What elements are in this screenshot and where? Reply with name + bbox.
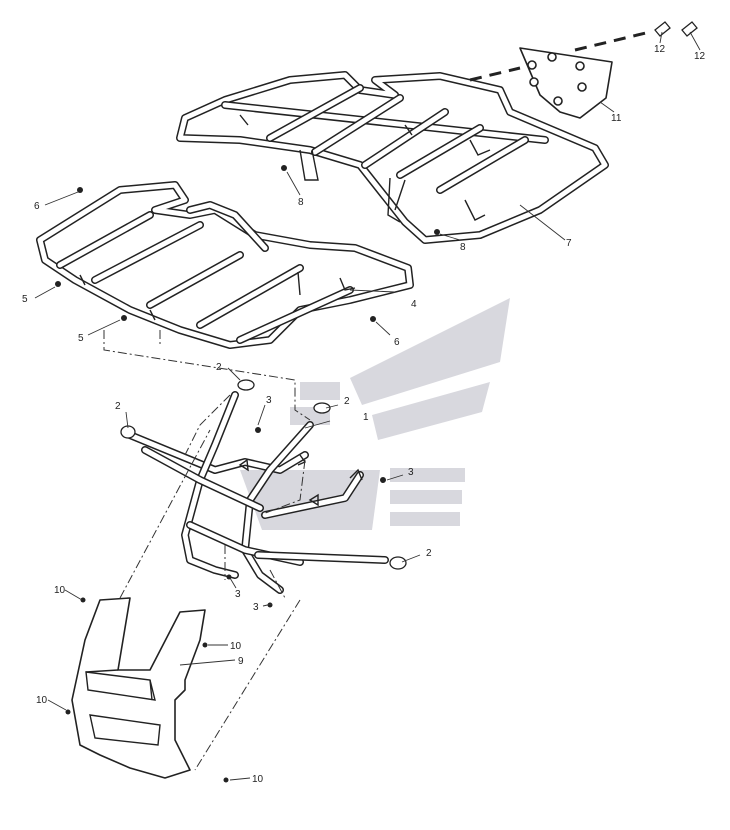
callout-10-upper-left: 10 <box>54 585 66 596</box>
callout-6-left: 6 <box>34 201 40 212</box>
leader-lines <box>34 31 701 781</box>
callout-2-right: 2 <box>426 548 432 559</box>
callout-3-right: 3 <box>408 467 414 478</box>
callout-2-top-left: 2 <box>216 362 222 373</box>
assembly-lines <box>103 30 651 771</box>
front-bumper <box>121 391 389 594</box>
callout-6-right: 6 <box>394 337 400 348</box>
rack-plate <box>519 47 613 119</box>
skid-guard <box>71 597 206 779</box>
callout-10-lower-left: 10 <box>36 695 48 706</box>
callout-12-right: 12 <box>694 51 706 62</box>
callout-3-lower: 3 <box>235 589 241 600</box>
callout-3-bottom: 3 <box>253 602 259 613</box>
callout-labels: 1 2 2 2 2 3 3 3 3 4 5 5 6 6 7 8 8 9 10 1… <box>22 44 706 785</box>
callout-5-left: 5 <box>22 294 28 305</box>
callout-10-bottom: 10 <box>252 774 264 785</box>
callout-8-right: 8 <box>460 242 466 253</box>
fasteners <box>55 21 698 783</box>
callout-5-lower: 5 <box>78 333 84 344</box>
callout-8-left: 8 <box>298 197 304 208</box>
callout-4: 4 <box>411 299 417 310</box>
callout-12-left: 12 <box>654 44 666 55</box>
callout-2-top-right: 2 <box>344 396 350 407</box>
callout-9: 9 <box>238 656 244 667</box>
callout-10-mid: 10 <box>230 641 242 652</box>
callout-7: 7 <box>566 238 572 249</box>
front-rack <box>36 181 414 349</box>
callout-3-upper: 3 <box>266 395 272 406</box>
callout-1: 1 <box>363 412 369 423</box>
callout-2-left: 2 <box>115 401 121 412</box>
callout-11: 11 <box>611 113 622 124</box>
rear-rack <box>176 71 609 244</box>
